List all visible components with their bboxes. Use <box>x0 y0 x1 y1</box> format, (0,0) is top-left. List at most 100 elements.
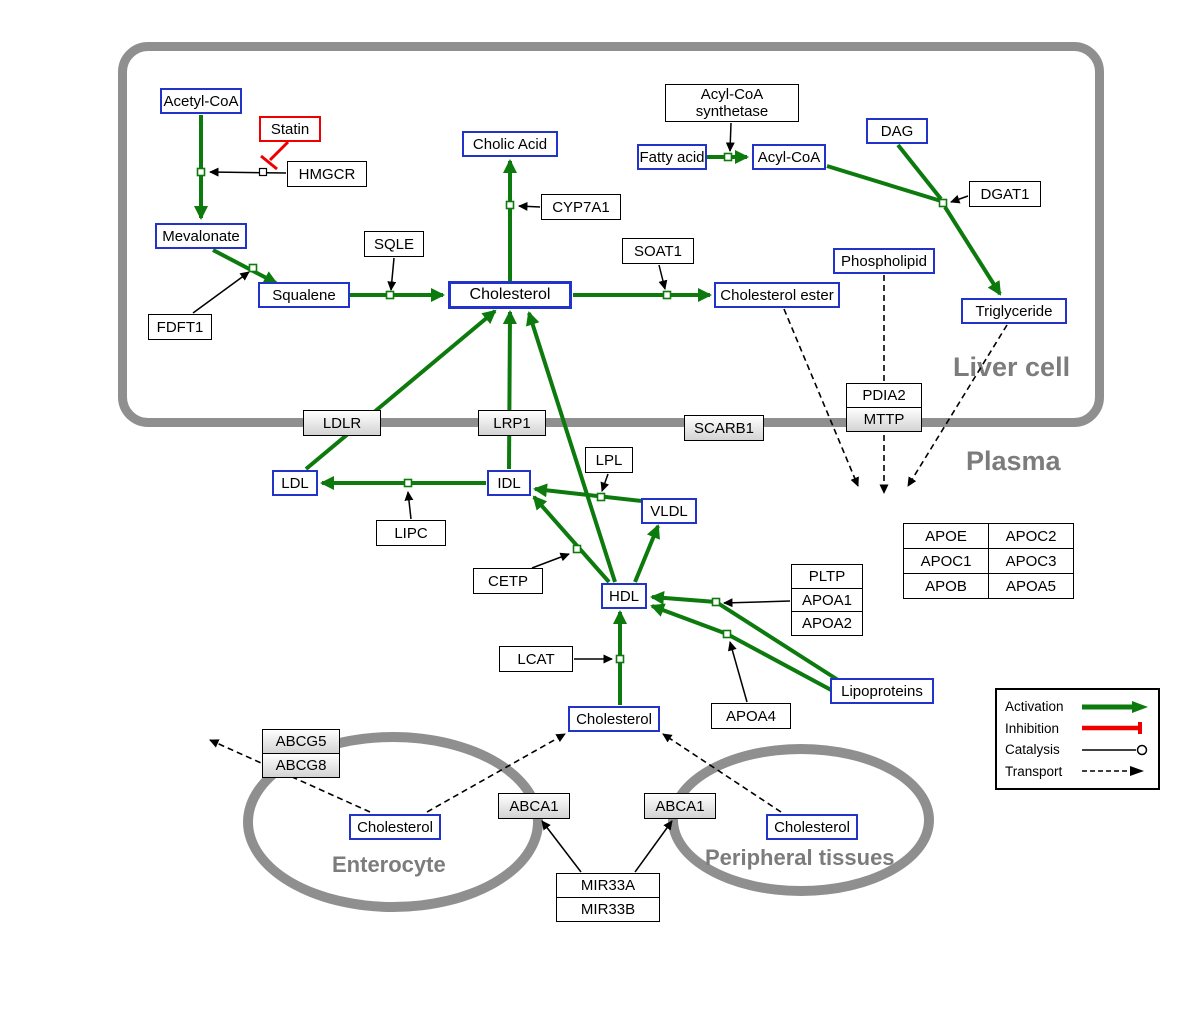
node-fatty-acid[interactable]: Fatty acid <box>637 144 707 170</box>
edge-vldl-idl <box>533 483 643 503</box>
conversion-node <box>596 492 606 502</box>
node-cholesterol-liver[interactable]: Cholesterol <box>448 281 572 309</box>
node-apoc3[interactable]: APOC3 <box>988 548 1074 574</box>
node-lcat[interactable]: LCAT <box>499 646 573 672</box>
node-vldl[interactable]: VLDL <box>641 498 697 524</box>
conversion-node <box>938 198 948 208</box>
stack-abcg5-abcg8: ABCG5 ABCG8 <box>262 729 340 778</box>
node-dgat1[interactable]: DGAT1 <box>969 181 1041 207</box>
node-cholesterol-plasma[interactable]: Cholesterol <box>568 706 660 732</box>
catalysis-anchor-node <box>258 167 268 177</box>
conversion-node <box>662 290 672 300</box>
node-apoa4[interactable]: APOA4 <box>711 703 791 729</box>
node-apoe[interactable]: APOE <box>903 523 989 549</box>
node-acyl-coa[interactable]: Acyl-CoA <box>752 144 826 170</box>
node-apoa1[interactable]: APOA1 <box>791 587 863 613</box>
legend-catalysis-label: Catalysis <box>1005 742 1060 758</box>
node-apob[interactable]: APOB <box>903 573 989 599</box>
edge-fdft1-catalysis <box>192 271 250 314</box>
node-abcg8[interactable]: ABCG8 <box>262 752 340 778</box>
node-cetp[interactable]: CETP <box>473 568 543 594</box>
edge-cholesterylester-secretion <box>783 308 859 487</box>
node-soat1[interactable]: SOAT1 <box>622 238 694 264</box>
edge-idl-cholesterol <box>502 310 517 470</box>
node-lipc[interactable]: LIPC <box>376 520 446 546</box>
node-lpl[interactable]: LPL <box>585 447 633 473</box>
conversion-nodes <box>196 152 948 664</box>
edge-peripheral-efflux-plasma <box>662 733 782 813</box>
edge-cyp7a1-catalysis <box>518 201 541 211</box>
node-dag[interactable]: DAG <box>866 118 928 144</box>
node-acyl-coa-synthetase[interactable]: Acyl-CoA synthetase <box>665 84 799 122</box>
conversion-node <box>196 167 206 177</box>
node-triglyceride[interactable]: Triglyceride <box>961 298 1067 324</box>
node-apoa5[interactable]: APOA5 <box>988 573 1074 599</box>
edge-hdl-idl <box>532 495 611 584</box>
node-mttp[interactable]: MTTP <box>846 406 922 432</box>
edge-apoa4-catalysis <box>727 641 748 703</box>
table-row: APOB APOA5 <box>903 573 1074 599</box>
node-pdia2[interactable]: PDIA2 <box>846 383 922 408</box>
node-abcg5[interactable]: ABCG5 <box>262 729 340 754</box>
legend-activation-label: Activation <box>1005 699 1064 715</box>
node-idl[interactable]: IDL <box>487 470 531 496</box>
stack-pdia2-mttp: PDIA2 MTTP <box>846 383 922 432</box>
node-phospholipid[interactable]: Phospholipid <box>833 248 935 274</box>
node-acetyl-coa[interactable]: Acetyl-CoA <box>160 88 242 114</box>
edge-dgat1-catalysis <box>950 194 969 204</box>
legend-activation-row: Activation <box>1005 699 1150 714</box>
plasma-label: Plasma <box>966 446 1061 476</box>
edge-pltp-catalysis <box>723 598 791 608</box>
node-cholesterol-ester[interactable]: Cholesterol ester <box>714 282 840 308</box>
node-lrp1[interactable]: LRP1 <box>478 410 546 436</box>
node-cyp7a1[interactable]: CYP7A1 <box>541 194 621 220</box>
edge-lpl-catalysis <box>600 473 610 492</box>
node-lipoproteins[interactable]: Lipoproteins <box>830 678 934 704</box>
edge-mir33-abca1-right <box>634 820 673 873</box>
edge-cetp-catalysis <box>531 552 570 569</box>
node-cholic-acid[interactable]: Cholic Acid <box>462 131 558 157</box>
node-abca1-enterocyte[interactable]: ABCA1 <box>498 793 570 819</box>
edge-hmgcr-catalysis <box>209 167 287 177</box>
conversion-node <box>615 654 625 664</box>
node-hdl[interactable]: HDL <box>601 583 647 609</box>
node-scarb1[interactable]: SCARB1 <box>684 415 764 441</box>
conversion-node <box>572 544 582 554</box>
acyl-coa-synthetase-line2: synthetase <box>695 103 769 120</box>
node-apoc1[interactable]: APOC1 <box>903 548 989 574</box>
edge-statin-inhibition <box>268 140 290 162</box>
node-squalene[interactable]: Squalene <box>258 282 350 308</box>
node-statin[interactable]: Statin <box>259 116 321 142</box>
edge-acylcoasynthetase-catalysis <box>725 122 735 152</box>
node-ldlr[interactable]: LDLR <box>303 410 381 436</box>
node-apoa2[interactable]: APOA2 <box>791 611 863 636</box>
node-cholesterol-peripheral[interactable]: Cholesterol <box>766 814 858 840</box>
enterocyte-label: Enterocyte <box>332 852 446 877</box>
node-hmgcr[interactable]: HMGCR <box>287 161 367 187</box>
node-fdft1[interactable]: FDFT1 <box>148 314 212 340</box>
node-apoc2[interactable]: APOC2 <box>988 523 1074 549</box>
node-pltp[interactable]: PLTP <box>791 564 863 589</box>
node-mevalonate[interactable]: Mevalonate <box>155 223 247 249</box>
conversion-node <box>722 629 732 639</box>
node-cholesterol-enterocyte[interactable]: Cholesterol <box>349 814 441 840</box>
conversion-node <box>385 290 395 300</box>
acyl-coa-synthetase-line1: Acyl-CoA <box>700 86 764 103</box>
inhibition-edges <box>260 140 290 171</box>
node-mir33b[interactable]: MIR33B <box>556 896 660 922</box>
edge-acylcoa-dgatnode <box>826 164 942 203</box>
conversion-node <box>403 478 413 488</box>
edge-dag-dgatnode <box>896 143 943 201</box>
table-row: APOC1 APOC3 <box>903 548 1074 574</box>
catalysis-circle-icon <box>1082 744 1148 755</box>
node-abca1-peripheral[interactable]: ABCA1 <box>644 793 716 819</box>
legend-inhibition-row: Inhibition <box>1005 721 1150 736</box>
node-ldl[interactable]: LDL <box>272 470 318 496</box>
conversion-node <box>711 597 721 607</box>
node-mir33a[interactable]: MIR33A <box>556 873 660 898</box>
edge-soat1-catalysis <box>658 264 668 290</box>
node-sqle[interactable]: SQLE <box>364 231 424 257</box>
peripheral-tissues-label: Peripheral tissues <box>705 845 895 870</box>
liver-cell-label: Liver cell <box>953 352 1071 382</box>
